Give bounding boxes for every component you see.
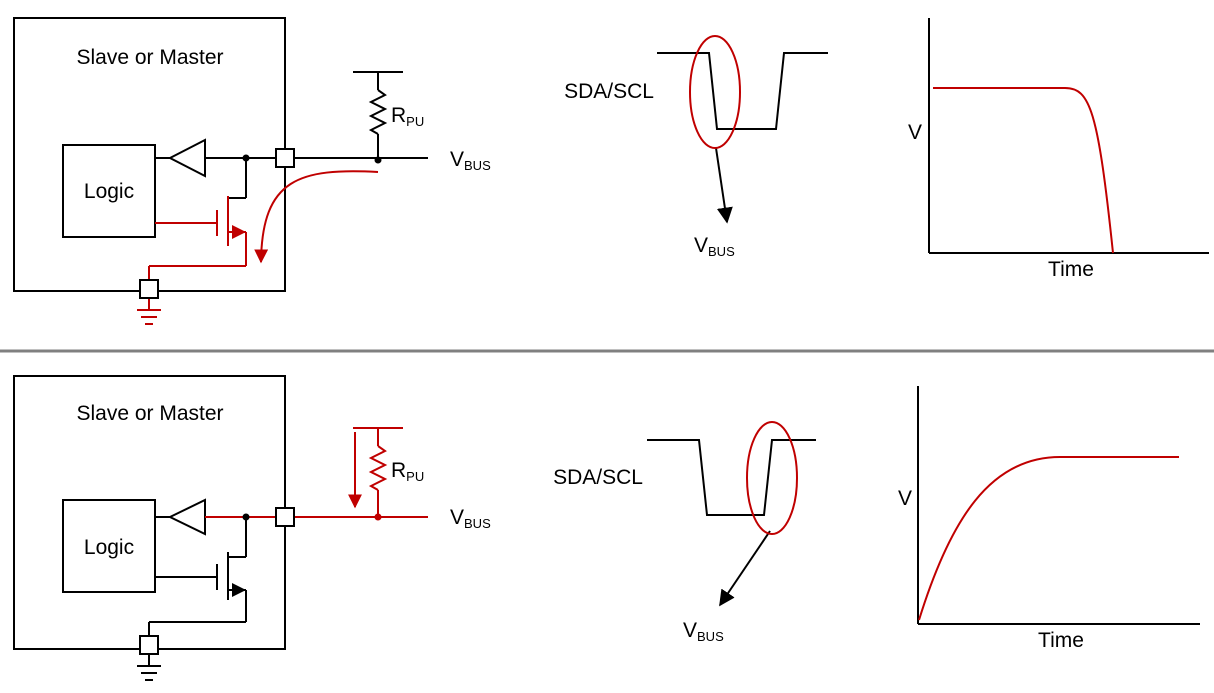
callout-label: VBUS — [683, 619, 724, 644]
discharge-current-arrow — [254, 170, 379, 264]
bus-label: VBUS — [450, 506, 491, 531]
signal-label: SDA/SCL — [553, 466, 643, 489]
logic-block — [62, 499, 156, 593]
block-title: Slave or Master — [76, 46, 223, 69]
top-waveform — [657, 52, 828, 224]
logic-label: Logic — [84, 180, 134, 203]
signal-label: SDA/SCL — [564, 80, 654, 103]
io-pad — [275, 148, 295, 168]
input-buffer — [167, 498, 206, 536]
falling-curve — [933, 87, 1114, 254]
bottom-graph: V Time — [898, 386, 1200, 652]
io-pad — [275, 507, 295, 527]
buffer-node-dot — [242, 513, 250, 521]
buffer-node-dot — [242, 154, 250, 162]
pullup-resistor — [368, 445, 388, 491]
transistor-arrow — [232, 225, 246, 239]
falling-edge-highlight — [689, 35, 741, 149]
graph-x-label: Time — [1038, 629, 1084, 652]
top-graph: V Time — [908, 18, 1209, 281]
ground-pad — [139, 279, 159, 299]
pullup-resistor — [368, 89, 388, 135]
graph-x-label: Time — [1048, 258, 1094, 281]
ground-pad — [139, 635, 159, 655]
bus-label: VBUS — [450, 148, 491, 173]
bottom-waveform — [647, 439, 816, 607]
callout-label: VBUS — [694, 234, 735, 259]
graph-y-label: V — [908, 121, 922, 144]
transistor-arrow — [232, 583, 246, 597]
rising-edge-highlight — [746, 421, 798, 535]
graph-y-label: V — [898, 487, 912, 510]
pullup-node-dot — [374, 156, 382, 164]
resistor-label: RPU — [391, 104, 424, 129]
bottom-panel: Slave or Master Logic RPU VBUS SDA/SCL V… — [13, 375, 1200, 681]
logic-label: Logic — [84, 536, 134, 559]
input-buffer — [167, 138, 206, 178]
bottom-active-path — [205, 427, 428, 518]
rising-curve — [918, 456, 1179, 621]
top-active-path — [137, 170, 379, 325]
pullup-node-dot — [374, 513, 382, 521]
logic-block — [62, 144, 156, 238]
block-title: Slave or Master — [76, 402, 223, 425]
top-panel: Slave or Master Logic RPU VBUS SDA/SCL V… — [13, 17, 1209, 325]
resistor-label: RPU — [391, 459, 424, 484]
